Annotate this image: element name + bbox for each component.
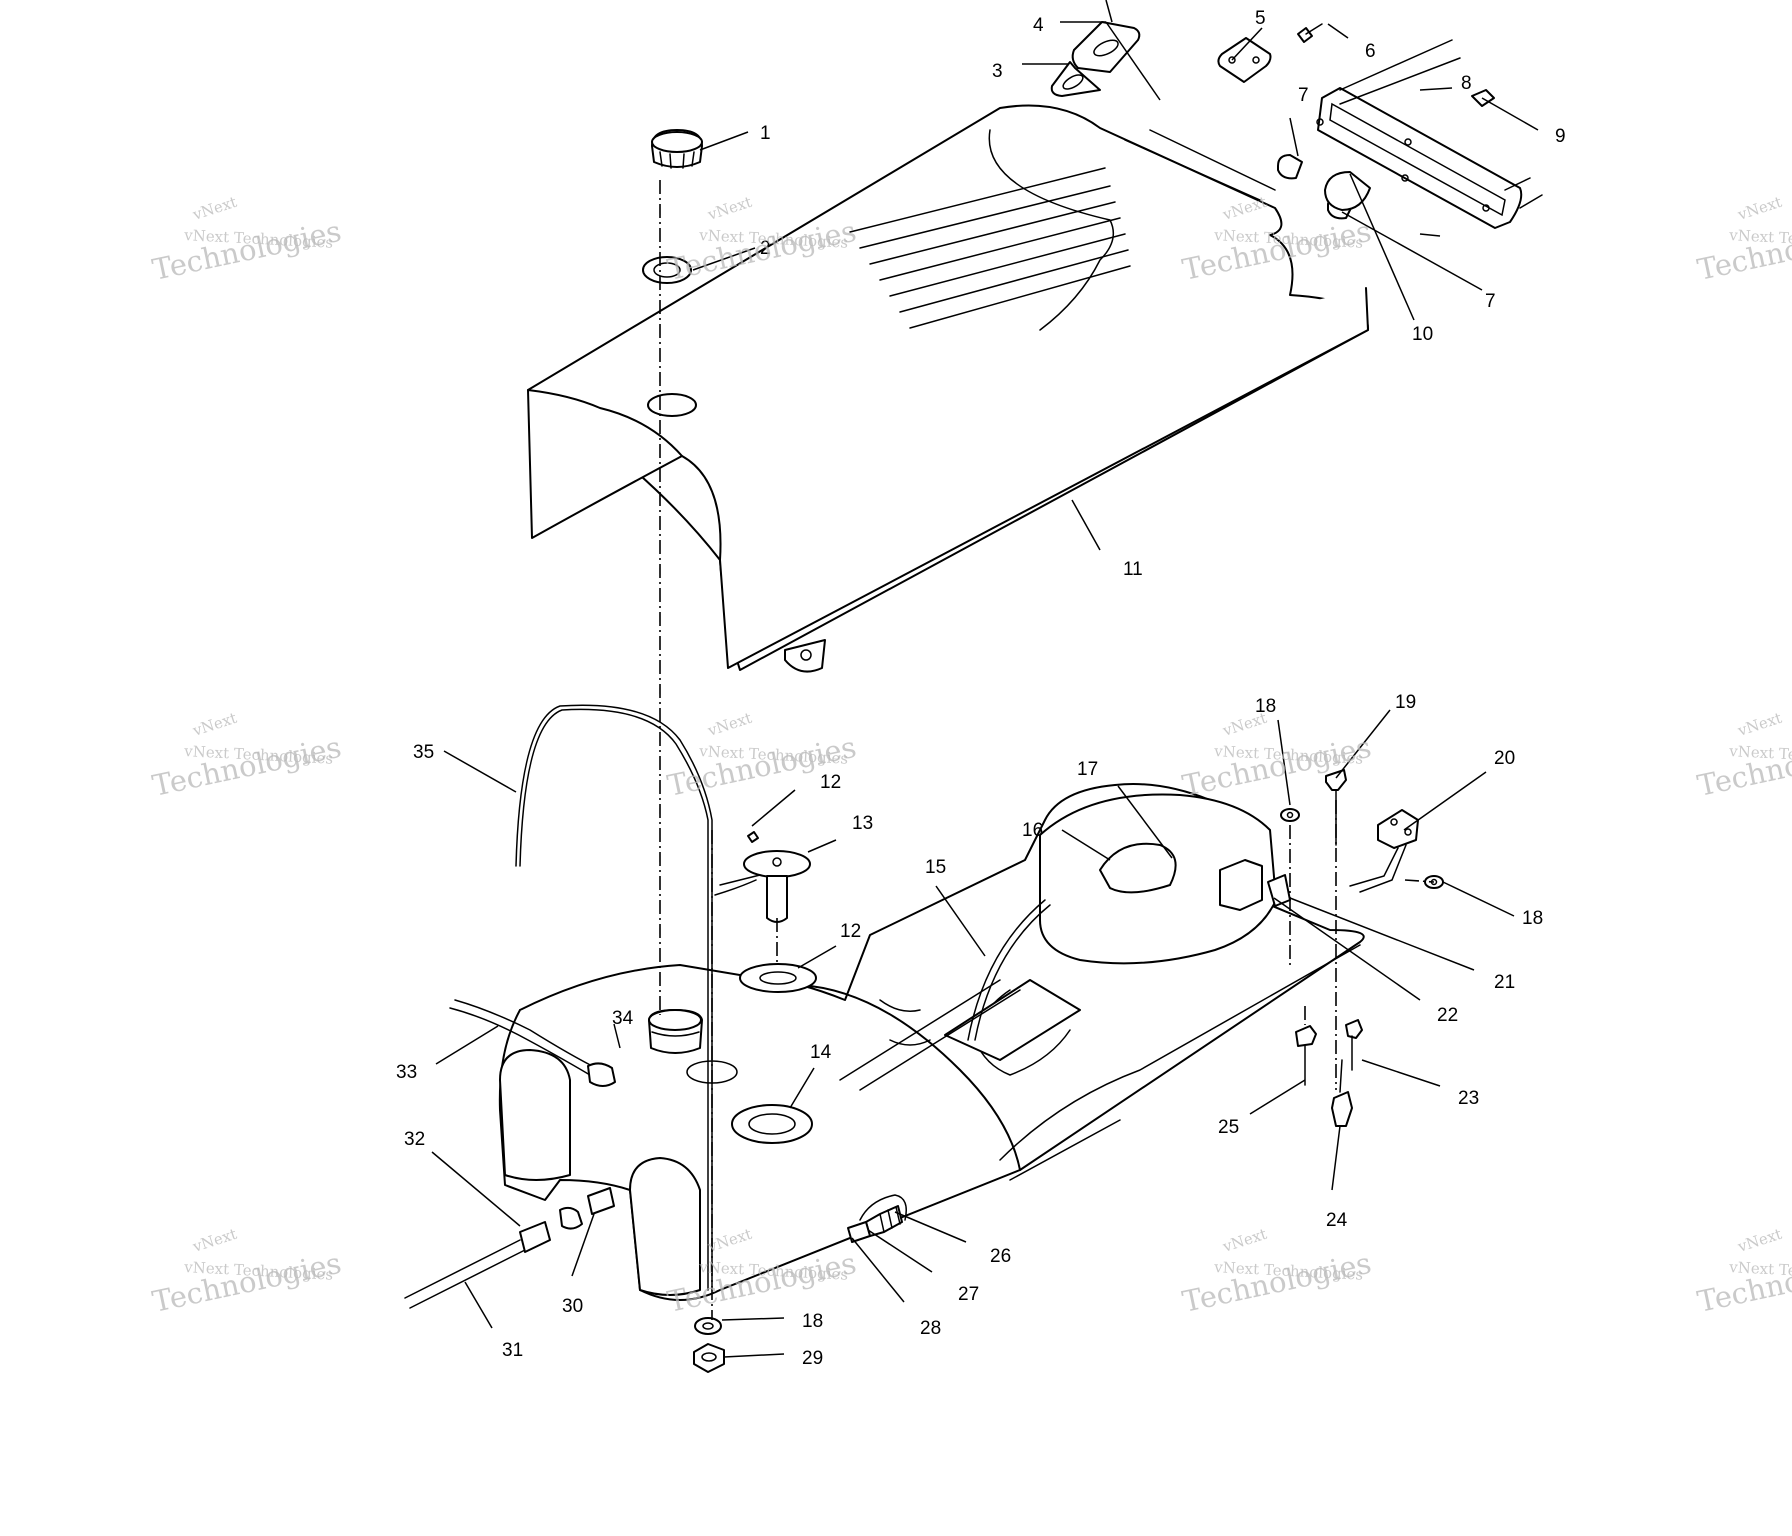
overflow-line	[515, 704, 713, 1291]
svg-text:vNext: vNext	[1220, 709, 1269, 740]
fuel-tank-chassis	[498, 783, 1365, 1301]
callout-12-upper: 12	[820, 772, 841, 793]
badge-plates	[1050, 21, 1323, 97]
svg-text:Technologies: Technologies	[149, 730, 344, 803]
svg-text:vNext: vNext	[705, 709, 754, 740]
callout-26: 26	[990, 1246, 1011, 1267]
callout-32: 32	[404, 1129, 425, 1150]
centerlines	[659, 180, 1435, 1320]
callout-10: 10	[1412, 324, 1433, 345]
callout-5: 5	[1255, 8, 1266, 29]
callout-12-lower: 12	[840, 921, 861, 942]
callout-21: 21	[1494, 972, 1515, 993]
pump-fittings	[847, 1205, 903, 1243]
callout-18-lower: 18	[802, 1311, 823, 1332]
svg-text:vNext: vNext	[1735, 193, 1784, 224]
callout-29: 29	[802, 1348, 823, 1369]
callout-18-upper: 18	[1255, 696, 1276, 717]
fuel-lines	[404, 999, 616, 1309]
callout-3: 3	[992, 61, 1003, 82]
callout-28: 28	[920, 1318, 941, 1339]
callout-30: 30	[562, 1296, 583, 1317]
fill-grommet	[642, 256, 692, 284]
svg-text:vNext: vNext	[705, 193, 754, 224]
washer-18c	[694, 1317, 722, 1335]
callout-19: 19	[1395, 692, 1416, 713]
callout-16: 16	[1022, 820, 1043, 841]
callout-35: 35	[413, 742, 434, 763]
bracket-20	[1349, 809, 1419, 893]
watermark-r1c1: vNext vNext Technologies Technologies	[149, 193, 344, 287]
callout-34: 34	[612, 1008, 634, 1029]
callout-25: 25	[1218, 1117, 1239, 1138]
washers-nuts	[693, 808, 1444, 1373]
bulb-7a	[1277, 154, 1303, 180]
svg-text:Technologies: Technologies	[1694, 1246, 1792, 1319]
callout-31: 31	[502, 1340, 523, 1361]
svg-text:Technologies: Technologies	[149, 214, 344, 287]
callout-13: 13	[852, 813, 873, 834]
callout-4: 4	[1033, 15, 1044, 36]
callout-6: 6	[1365, 41, 1376, 62]
svg-text:vNext: vNext	[1735, 1225, 1784, 1256]
callout-1: 1	[760, 123, 771, 144]
svg-text:vNext: vNext	[1220, 1225, 1269, 1256]
callout-14: 14	[810, 1042, 832, 1063]
watermark-r3c1: vNext vNext Technologies Technologies	[149, 1225, 344, 1319]
watermark-r2c4: vNext vNext Technologies Technologies	[1694, 709, 1792, 803]
watermark-r3c3: vNext vNext Technologies Technologies	[1179, 1225, 1374, 1319]
leader-lines	[431, 0, 1539, 1358]
watermark-r1c4: vNext vNext Technologies Technologies	[1694, 193, 1792, 287]
callout-33: 33	[396, 1062, 417, 1083]
svg-text:Technologies: Technologies	[1179, 1246, 1374, 1319]
vent-hose	[967, 899, 1051, 1041]
filler-neck	[648, 1009, 703, 1054]
seat-latch-16	[1099, 842, 1177, 894]
callout-11: 11	[1123, 559, 1143, 580]
taillight-assembly	[1277, 39, 1543, 229]
svg-text:Technologies: Technologies	[149, 1246, 344, 1319]
watermark-r3c4: vNext vNext Technologies Technologies	[1694, 1225, 1792, 1319]
svg-text:Technologies: Technologies	[1694, 214, 1792, 287]
callout-labels: 1 2 3 4 5 6 7 7 8 9 10 11 12 12 13 14 15…	[396, 8, 1566, 1369]
callout-18-right: 18	[1522, 908, 1543, 929]
callout-17: 17	[1077, 759, 1098, 780]
callout-22: 22	[1437, 1005, 1458, 1026]
callout-9: 9	[1555, 126, 1566, 147]
fuel-ring	[686, 1060, 813, 1144]
svg-text:Technologies: Technologies	[1179, 730, 1374, 803]
callout-7-upper: 7	[1298, 85, 1309, 106]
callout-8: 8	[1461, 73, 1472, 94]
svg-text:vNext: vNext	[190, 709, 239, 740]
svg-text:vNext: vNext	[190, 193, 239, 224]
callout-24: 24	[1326, 1210, 1348, 1231]
lower-bolts	[1295, 1019, 1363, 1127]
fuel-sender	[714, 831, 817, 993]
callout-23: 23	[1458, 1088, 1479, 1109]
svg-text:vNext: vNext	[190, 1225, 239, 1256]
watermark-r2c3: vNext vNext Technologies Technologies	[1179, 709, 1374, 803]
badge-plate-5	[1217, 37, 1272, 83]
callout-2: 2	[760, 238, 771, 259]
callout-27: 27	[958, 1284, 979, 1305]
svg-text:Technologies: Technologies	[1694, 730, 1792, 803]
callout-15: 15	[925, 857, 946, 878]
watermark-r2c1: vNext vNext Technologies Technologies	[149, 709, 344, 803]
rivet-6	[1297, 27, 1313, 43]
washer-18a	[1280, 808, 1300, 822]
callout-7-lower: 7	[1485, 291, 1496, 312]
badge-plate-4	[1071, 21, 1141, 73]
bulb-10	[1324, 171, 1371, 211]
callout-20: 20	[1494, 748, 1515, 769]
gas-cap	[651, 129, 703, 169]
nut-29	[693, 1343, 725, 1373]
seat-cover	[527, 104, 1370, 673]
svg-text:vNext: vNext	[1735, 709, 1784, 740]
